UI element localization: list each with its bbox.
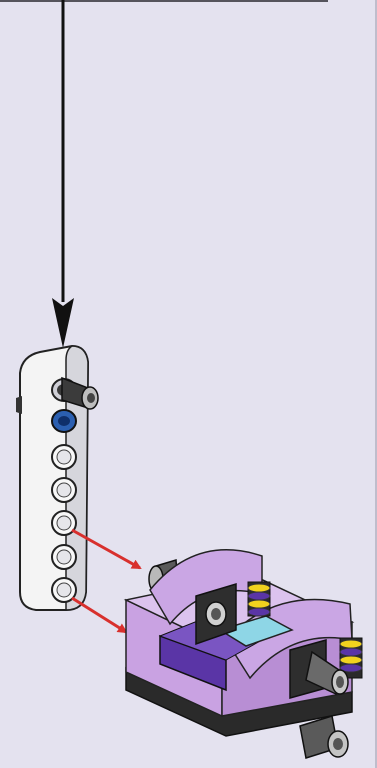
bottom-connector-pin [300,716,348,758]
beam-hole-3 [52,445,76,469]
beam-hole-2-highlighted [52,410,76,432]
beam-hole-4 [52,478,76,502]
callout-arrow [52,0,74,348]
beam-hole-6 [52,545,76,569]
assembly-arrow-2 [72,598,126,632]
lavender-sub-assembly [126,550,362,758]
spring-upper [248,582,270,616]
